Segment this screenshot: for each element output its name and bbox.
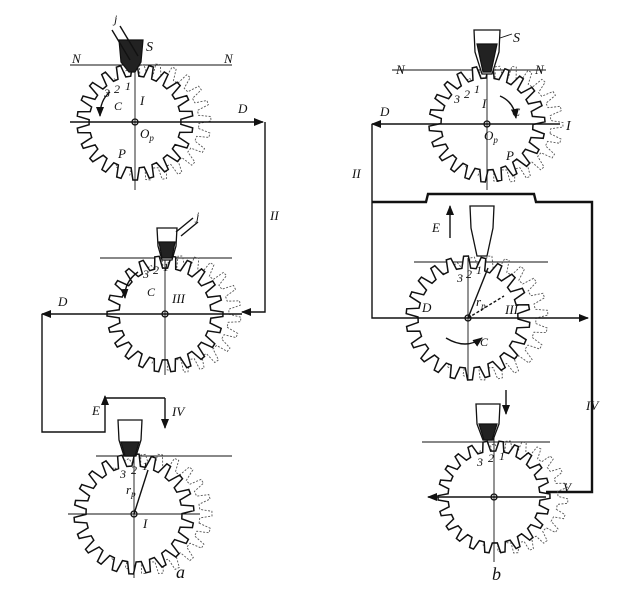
tooth-label-1-a-bot: 1 (142, 459, 148, 473)
connector-label-a-2: II (269, 208, 279, 223)
cutting-tool-b-mid (469, 205, 495, 257)
clearance-mark-a-mid (175, 217, 194, 233)
tooth-label-2-b-mid: 2 (466, 267, 472, 281)
tooth-label-3-a-bot: 3 (119, 467, 126, 481)
gear-a-top: j S N N 3 2 1 C I Op P D (70, 12, 264, 190)
connector-label-a-4: IV (171, 404, 186, 419)
clearance-mark-a-top (111, 29, 131, 61)
gear-b-bottom: 3 2 1 V (422, 390, 573, 562)
tooth-label-2-b-bot: 2 (488, 451, 494, 465)
line-label-left-a-top: N (71, 51, 82, 66)
panel-a: j S N N 3 2 1 C I Op P D II (41, 12, 279, 582)
line-label-right-b-top: N (534, 62, 545, 77)
clearance-mark-a-mid-2 (180, 221, 199, 237)
axis-label-b-top: I (565, 119, 572, 134)
rotation-label-a-top: C (114, 99, 123, 113)
gear-ghost-b-top (446, 65, 564, 183)
tooth-label-3-a-mid: 3 (142, 267, 149, 281)
connector-a-lift (41, 314, 109, 433)
tooth-label-2-b-top: 2 (464, 87, 470, 101)
tool-tip-b-top (476, 43, 498, 73)
position-label-b-mid: III (504, 302, 519, 317)
radius-line-b-mid-2 (467, 295, 505, 319)
move-label-a-mid: D (57, 294, 68, 309)
rotation-arrow-b-mid (445, 337, 483, 347)
frame-b (372, 192, 594, 494)
gear-a-bottom: 3 2 1 rp I (68, 419, 232, 578)
tooth-label-3-a-top: 3 (103, 86, 110, 100)
connector-label-b-4: IV (585, 398, 600, 413)
rotation-label-b-top: C (512, 105, 521, 119)
rotation-arrow-b-top (499, 95, 519, 119)
cutting-tool-a-top (118, 39, 144, 73)
position-label-a-top: I (139, 93, 145, 108)
radius-line-a-bot (133, 469, 149, 515)
clearance-mark-a-top-2 (119, 25, 139, 57)
tooth-label-3-b-bot: 3 (476, 455, 483, 469)
center-label-a-top: Op (140, 126, 154, 143)
gear-label-a-top: P (117, 146, 126, 161)
gear-b-middle: E 3 2 1 rp D III C (402, 205, 549, 381)
position-label-a-mid: III (171, 291, 186, 306)
lift-label-b: E (431, 220, 440, 235)
radius-line-b-mid (467, 267, 489, 319)
tool-tip-a-mid (158, 241, 176, 259)
connector-a-2 (241, 122, 266, 316)
connector-b-2 (371, 124, 402, 319)
position-label-a-bot: I (142, 516, 148, 531)
radius-label-a-bot: rp (126, 482, 136, 499)
rotation-arrow-a-top (96, 91, 111, 117)
panel-label-a: a (176, 562, 185, 582)
tool-tip-b-bot (478, 423, 498, 441)
tooth-label-1-a-mid: 1 (163, 260, 169, 274)
tool-leader-b-top (499, 33, 513, 39)
rotation-label-b-mid: C (480, 335, 489, 349)
tooth-label-1-a-top: 1 (125, 79, 131, 93)
tooth-label-1-b-top: 1 (474, 82, 480, 96)
panel-b: S N N 3 2 1 I Op C P D I II IV E (351, 29, 600, 584)
gear-b-top: S N N 3 2 1 I Op C P D I (371, 29, 572, 190)
tooth-label-2-a-bot: 2 (131, 463, 137, 477)
clearance-label-a-top: j (112, 12, 118, 26)
move-label-a-top: D (237, 101, 248, 116)
position-label-b-top: I (481, 96, 487, 111)
rotation-label-a-mid: C (147, 285, 156, 299)
tool-label-a-top: S (146, 40, 153, 55)
center-label-b-top: Op (484, 128, 498, 145)
gear-ghost-a-top (94, 63, 212, 181)
tooth-label-3-b-mid: 3 (456, 271, 463, 285)
lift-label-a: E (91, 403, 100, 418)
move-label-b-top: D (379, 104, 390, 119)
radius-label-b-mid: rp (476, 294, 486, 311)
gear-label-b-top: P (505, 148, 514, 163)
move-label-b-mid: D (421, 300, 432, 315)
tool-tip-a-bot (120, 441, 140, 457)
panel-label-b: b (492, 564, 501, 584)
tooth-label-1-b-mid: 1 (476, 263, 482, 277)
gear-ghost-a-mid (124, 255, 242, 373)
clearance-label-a-mid: j (194, 209, 200, 223)
gear-a-middle: j 3 2 1 C III D (41, 209, 242, 375)
line-label-right-a-top: N (223, 51, 234, 66)
tooth-label-1-b-bot: 1 (499, 449, 505, 463)
rotation-arrow-a-mid (120, 271, 139, 299)
position-label-b-bot: V (563, 480, 573, 495)
tooth-label-2-a-mid: 2 (153, 263, 159, 277)
tool-label-b-top: S (513, 31, 520, 46)
connector-label-b-2: II (351, 166, 361, 181)
tooth-label-3-b-top: 3 (453, 92, 460, 106)
tooth-label-2-a-top: 2 (114, 82, 120, 96)
line-label-left-b-top: N (395, 62, 406, 77)
